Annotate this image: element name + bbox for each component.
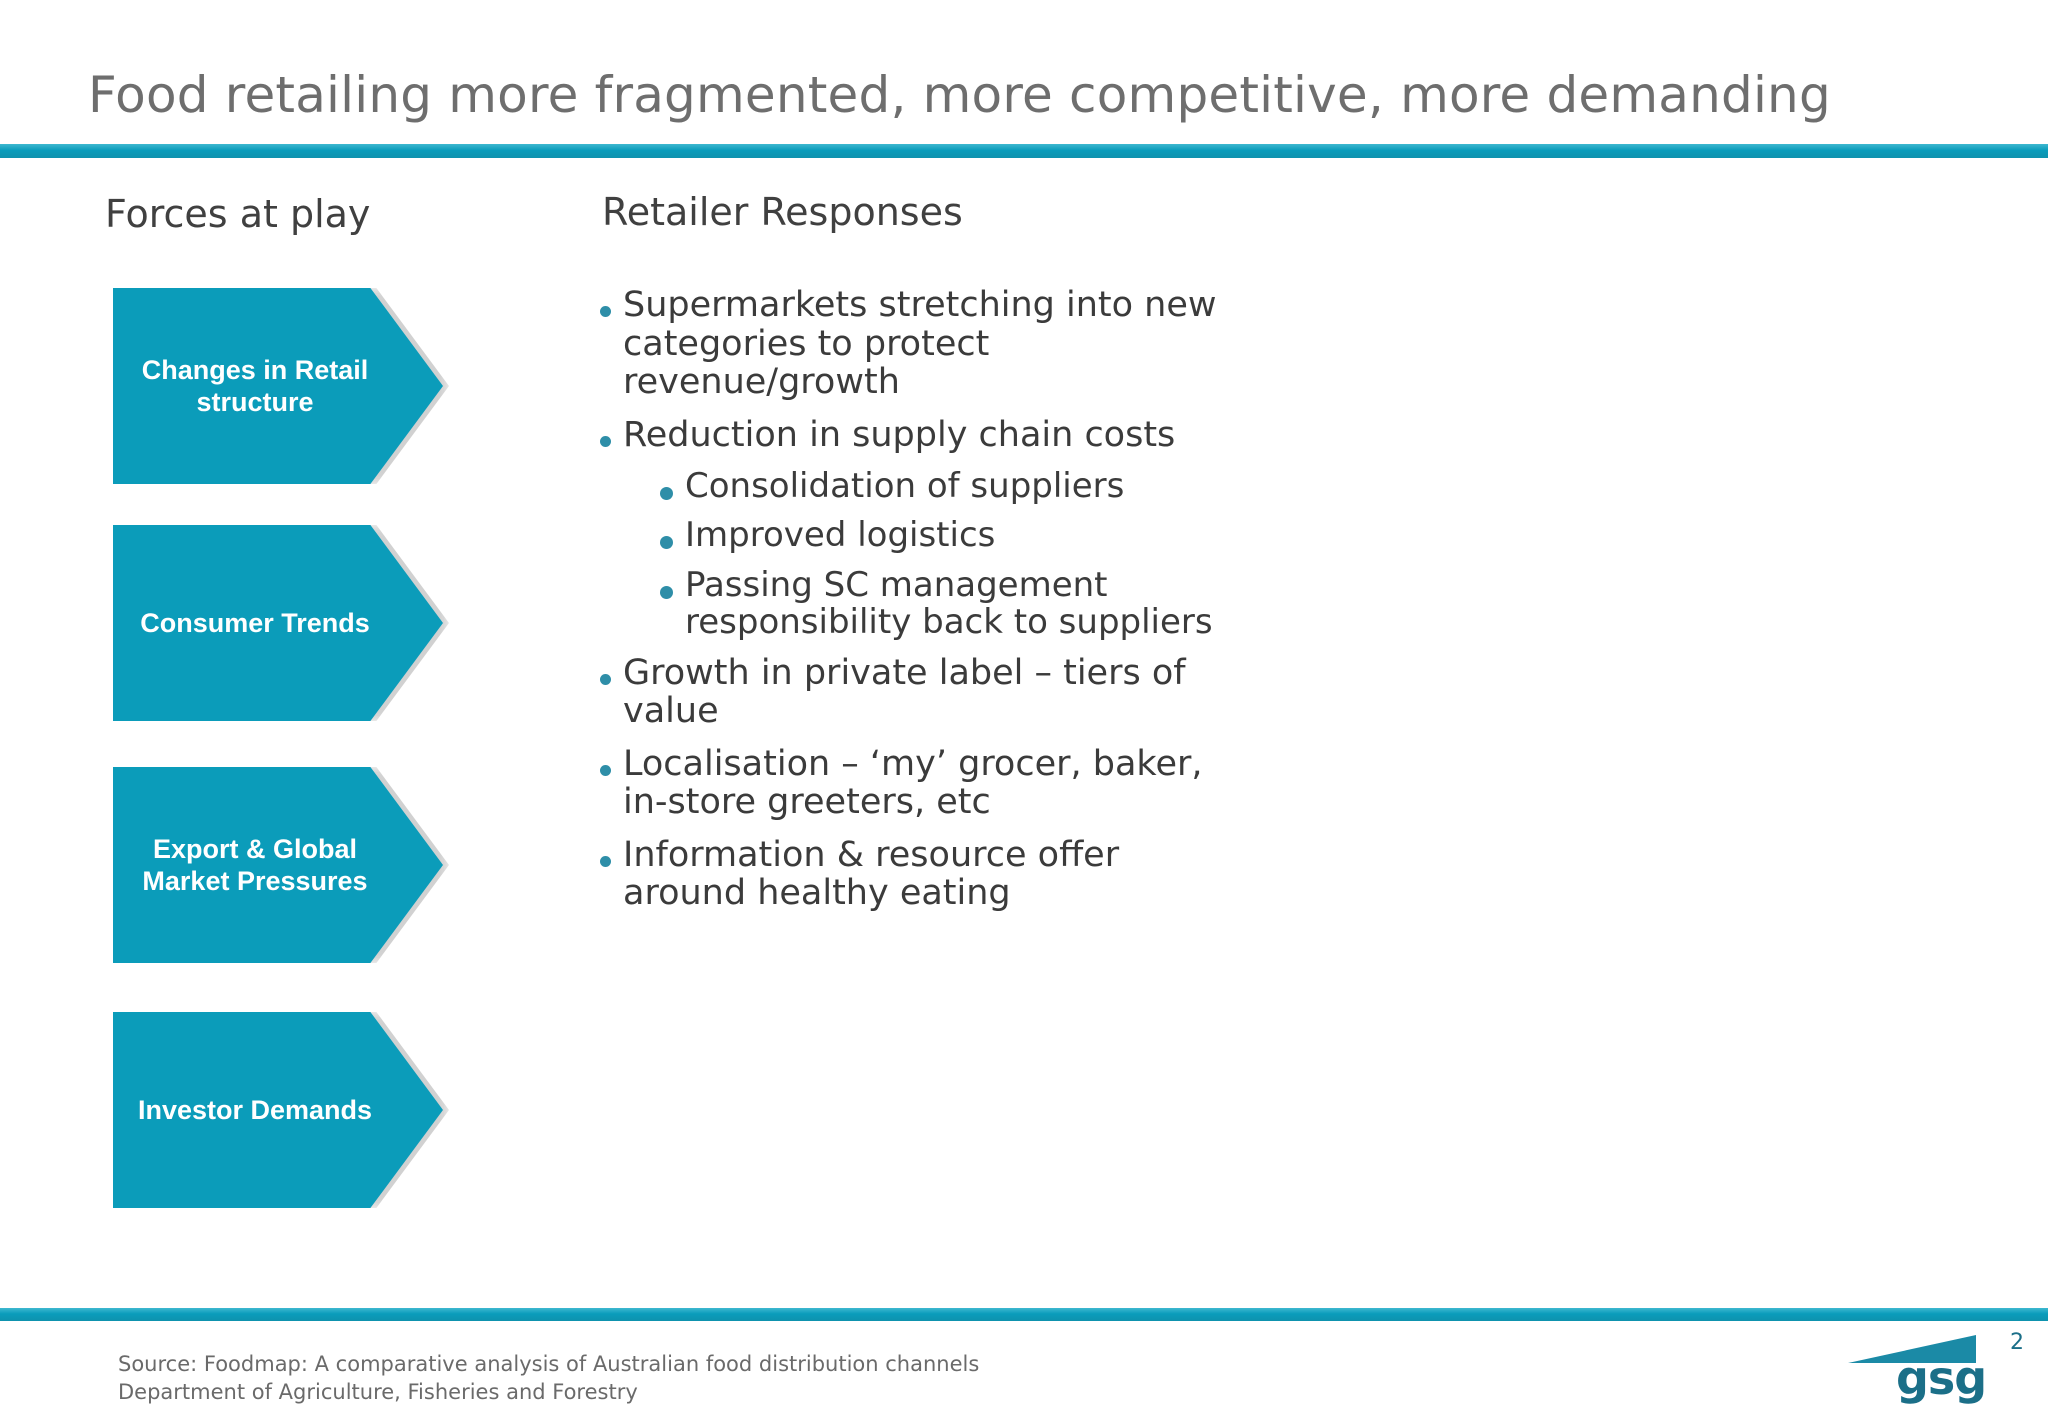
force-arrow-export-global-market-pressures[interactable]: Export & Global Market Pressures	[113, 767, 443, 963]
forces-column-heading: Forces at play	[105, 192, 371, 236]
list-item: Localisation – ‘my’ grocer, baker, in-st…	[598, 743, 1238, 823]
footer-divider-rule	[0, 1308, 2048, 1321]
source-citation: Source: Foodmap: A comparative analysis …	[118, 1352, 980, 1405]
bullet-dot-icon	[660, 585, 673, 599]
list-item: Information & resource offer around heal…	[598, 834, 1238, 914]
list-item: Growth in private label – tiers of value	[598, 652, 1238, 732]
retailer-responses-list: Supermarkets stretching into new categor…	[598, 286, 1238, 927]
bullet-dot-icon	[600, 306, 611, 317]
force-arrow-label: Changes in Retail structure	[141, 354, 369, 417]
bullet-dot-icon	[660, 536, 673, 550]
force-arrow-label: Export & Global Market Pressures	[142, 833, 368, 896]
force-arrow-changes-in-retail-structure[interactable]: Changes in Retail structure	[113, 288, 443, 484]
bullet-dot-icon	[660, 487, 673, 500]
force-arrow-label: Consumer Trends	[140, 607, 370, 638]
list-item-text: Growth in private label – tiers of value	[623, 652, 1186, 732]
force-arrow-consumer-trends[interactable]: Consumer Trends	[113, 525, 443, 721]
bullet-dot-icon	[600, 764, 611, 776]
list-item-sub: Passing SC management responsibility bac…	[660, 564, 1238, 643]
page-title: Food retailing more fragmented, more com…	[88, 66, 1831, 124]
page-number: 2	[2010, 1330, 2024, 1355]
force-arrow-label: Investor Demands	[137, 1094, 373, 1125]
title-divider-rule	[0, 144, 2048, 158]
list-item-text: Information & resource offer around heal…	[623, 834, 1120, 914]
list-item-text: Supermarkets stretching into new categor…	[623, 285, 1217, 402]
force-arrow-investor-demands[interactable]: Investor Demands	[113, 1012, 443, 1208]
gsg-logo: gsg	[1848, 1333, 1988, 1409]
bullet-dot-icon	[600, 673, 611, 685]
bullet-dot-icon	[600, 855, 611, 867]
list-item: Supermarkets stretching into new categor…	[598, 286, 1238, 402]
list-item-sub: Consolidation of suppliers	[660, 466, 1238, 506]
list-item-text: Passing SC management responsibility bac…	[685, 564, 1213, 643]
list-item-text: Improved logistics	[685, 515, 996, 556]
list-item-text: Localisation – ‘my’ grocer, baker, in-st…	[623, 743, 1203, 823]
list-item-text: Reduction in supply chain costs	[623, 414, 1176, 455]
list-item: Reduction in supply chain costs	[598, 414, 1238, 455]
responses-column-heading: Retailer Responses	[602, 190, 963, 234]
bullet-dot-icon	[600, 435, 611, 447]
list-item-sub: Improved logistics	[660, 515, 1238, 556]
logo-wordmark: gsg	[1896, 1351, 1987, 1405]
list-item-text: Consolidation of suppliers	[685, 466, 1125, 506]
